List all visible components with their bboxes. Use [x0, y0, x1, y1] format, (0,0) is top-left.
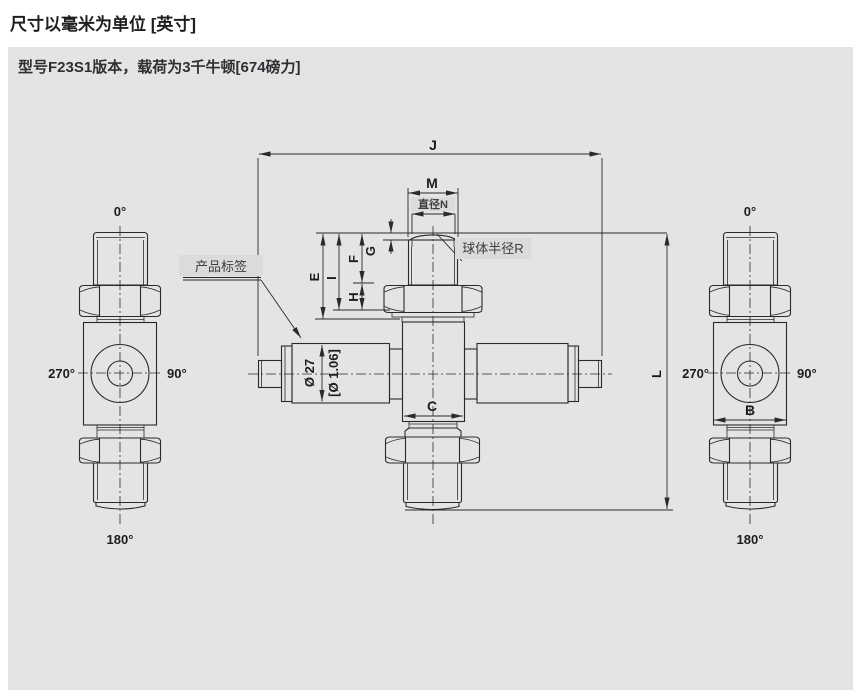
dimension-g: G — [363, 219, 408, 256]
dim-label-m: M — [426, 175, 438, 191]
angle-label-left-left-view: 270° — [48, 366, 75, 381]
model-note: 型号F23S1版本，载荷为3千牛顿[674磅力] — [18, 59, 301, 76]
angle-label-top-right-view: 0° — [744, 204, 756, 219]
dimension-h: H — [346, 284, 365, 310]
right-side-view: 0° 180° 270° 90° B — [682, 204, 817, 547]
dim-label-j: J — [429, 137, 437, 153]
dim-label-n: 直径N — [418, 197, 448, 211]
dimensions: J M 直径N G E — [257, 137, 673, 511]
angle-label-right-right-view: 90° — [797, 366, 817, 381]
callouts: 球体半径R 产品标签 — [179, 233, 531, 339]
callout-ball-radius-label: 球体半径R — [462, 241, 523, 256]
callout-ball-radius: 球体半径R — [436, 233, 531, 262]
dim-label-dia-in: [Ø 1.06] — [326, 349, 341, 397]
dim-label-b: B — [745, 402, 755, 418]
dim-label-g: G — [363, 246, 378, 256]
callout-ball-radius-patch — [455, 238, 531, 259]
dim-label-c: C — [427, 398, 437, 414]
callout-product-label: 产品标签 — [179, 255, 302, 339]
dimension-cylinder-diameter: Ø 27 [Ø 1.06] — [302, 345, 341, 402]
dimension-i: I — [324, 234, 342, 310]
angle-label-left-right-view: 270° — [682, 366, 709, 381]
dim-label-f: F — [346, 255, 361, 263]
dimension-c: C — [404, 398, 463, 419]
dim-label-l: L — [649, 370, 664, 378]
dimension-j: J — [257, 137, 603, 356]
front-view — [248, 226, 612, 524]
dim-label-dia-mm: Ø 27 — [302, 359, 317, 387]
dim-label-i: I — [324, 276, 339, 280]
dimension-l: L — [405, 234, 673, 511]
angle-label-bottom-right-view: 180° — [737, 532, 764, 547]
dimension-f: F — [346, 234, 365, 283]
dim-label-h: H — [346, 292, 361, 301]
angle-label-top-left-view: 0° — [114, 204, 126, 219]
angle-label-right-left-view: 90° — [167, 366, 187, 381]
callout-product-label-patch — [179, 255, 263, 276]
dimension-n: 直径N — [411, 197, 456, 234]
left-side-view: 0° 180° 270° 90° — [48, 204, 187, 547]
dim-label-n-patch — [411, 197, 455, 211]
angle-label-bottom-left-view: 180° — [107, 532, 134, 547]
dimension-e: E — [307, 234, 326, 319]
dimension-m: M — [407, 175, 459, 237]
dim-label-e: E — [307, 272, 322, 281]
dimension-b: B — [714, 402, 786, 423]
page-title: 尺寸以毫米为单位 [英寸] — [10, 15, 197, 34]
callout-product-label-text: 产品标签 — [195, 259, 247, 274]
